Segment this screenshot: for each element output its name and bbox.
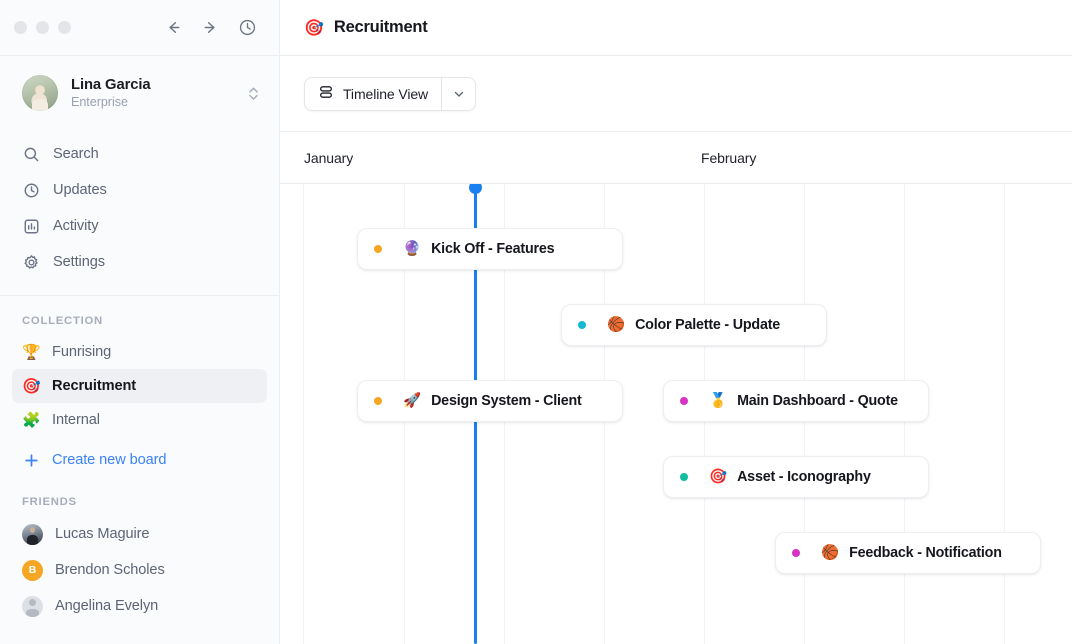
card-title: Color Palette - Update (635, 317, 781, 333)
window-titlebar (0, 0, 279, 56)
user-plan: Enterprise (71, 95, 128, 109)
view-switcher[interactable]: Timeline View (304, 76, 477, 111)
sidebar-item-label: Settings (53, 254, 105, 270)
collection-section-label: COLLECTION (22, 315, 103, 327)
collection-list: 🏆 Funrising 🎯 Recruitment 🧩 Internal Cre… (0, 335, 279, 477)
sidebar-item-internal[interactable]: 🧩 Internal (12, 403, 267, 437)
maximize-window-button[interactable] (58, 21, 71, 34)
sidebar-item-label: Search (53, 146, 99, 162)
board-label: Recruitment (52, 378, 137, 394)
board-header: 🎯 Recruitment (280, 0, 1072, 56)
card-title: Main Dashboard - Quote (737, 393, 898, 409)
back-arrow-icon[interactable] (164, 18, 183, 37)
timeline-card-color-palette-update[interactable]: 🏀 Color Palette - Update (561, 304, 827, 346)
friend-name: Brendon Scholes (55, 562, 165, 578)
timeline-card-main-dashboard-quote[interactable]: 🥇 Main Dashboard - Quote (663, 380, 929, 422)
user-meta: Lina Garcia Enterprise (71, 77, 151, 109)
timeline-month-axis: January February (280, 132, 1072, 184)
friend-name: Angelina Evelyn (55, 598, 159, 614)
sidebar: Lina Garcia Enterprise Search Updates (0, 0, 280, 644)
board-label: Internal (52, 412, 100, 428)
primary-nav: Search Updates Activity Settings (0, 130, 279, 280)
friend-item-angelina-evelyn[interactable]: Angelina Evelyn (12, 588, 267, 624)
status-dot (792, 549, 800, 557)
chevron-up-down-icon[interactable] (246, 84, 261, 103)
gear-icon (22, 253, 40, 271)
page-title: Recruitment (333, 18, 428, 36)
avatar: B (22, 559, 43, 581)
sidebar-item-search[interactable]: Search (12, 136, 267, 172)
friend-name: Lucas Maguire (55, 526, 150, 542)
dart-icon: 🎯 (709, 468, 728, 485)
sidebar-item-recruitment[interactable]: 🎯 Recruitment (12, 369, 267, 403)
avatar (22, 523, 43, 545)
sidebar-item-label: Updates (53, 182, 107, 198)
friend-item-lucas-maguire[interactable]: Lucas Maguire (12, 516, 267, 552)
timeline-card-design-system-client[interactable]: 🚀 Design System - Client (357, 380, 623, 422)
friends-list: Lucas Maguire B Brendon Scholes Angelina… (0, 516, 279, 624)
minimize-window-button[interactable] (36, 21, 49, 34)
crystal-ball-icon: 🔮 (403, 240, 422, 257)
card-title: Feedback - Notification (849, 545, 1002, 561)
timeline-card-feedback-notification[interactable]: 🏀 Feedback - Notification (775, 532, 1041, 574)
card-title: Asset - Iconography (737, 469, 871, 485)
friend-item-brendon-scholes[interactable]: B Brendon Scholes (12, 552, 267, 588)
month-label-february: February (701, 150, 757, 166)
timeline-gridline (303, 184, 304, 644)
chevron-down-icon[interactable] (441, 77, 475, 110)
rows-icon (318, 84, 334, 103)
sidebar-divider (0, 295, 279, 296)
status-dot (374, 397, 382, 405)
sidebar-item-label: Activity (53, 218, 99, 234)
sidebar-item-funrising[interactable]: 🏆 Funrising (12, 335, 267, 369)
forward-arrow-icon[interactable] (201, 18, 220, 37)
status-dot (374, 245, 382, 253)
board-toolbar: Timeline View (280, 56, 1072, 132)
plus-icon (22, 452, 40, 469)
status-dot (680, 397, 688, 405)
basketball-icon: 🏀 (607, 316, 626, 333)
puzzle-icon: 🧩 (22, 410, 41, 429)
close-window-button[interactable] (14, 21, 27, 34)
rocket-icon: 🚀 (403, 392, 422, 409)
timeline-canvas[interactable]: 🔮 Kick Off - Features 🏀 Color Palette - … (280, 184, 1072, 644)
timeline-card-asset-iconography[interactable]: 🎯 Asset - Iconography (663, 456, 929, 498)
card-title: Kick Off - Features (431, 241, 555, 257)
sidebar-item-activity[interactable]: Activity (12, 208, 267, 244)
traffic-lights (14, 21, 71, 34)
status-dot (680, 473, 688, 481)
timeline-card-kick-off-features[interactable]: 🔮 Kick Off - Features (357, 228, 623, 270)
trophy-icon: 🏆 (22, 342, 41, 361)
dart-icon: 🎯 (304, 17, 324, 37)
create-new-board-button[interactable]: Create new board (12, 443, 267, 477)
search-icon (22, 145, 40, 163)
workspace-user-switcher[interactable]: Lina Garcia Enterprise (0, 56, 279, 130)
dart-icon: 🎯 (22, 376, 41, 395)
medal-icon: 🥇 (709, 392, 728, 409)
sidebar-item-updates[interactable]: Updates (12, 172, 267, 208)
view-switcher-label: Timeline View (343, 85, 429, 102)
status-dot (578, 321, 586, 329)
timeline-gridline (1004, 184, 1005, 644)
history-clock-icon[interactable] (238, 18, 257, 37)
main-content: 🎯 Recruitment Timeline View January Febr… (280, 0, 1072, 644)
create-new-board-label: Create new board (52, 452, 167, 468)
board-label: Funrising (52, 344, 112, 360)
avatar (22, 75, 58, 111)
basketball-icon: 🏀 (821, 544, 840, 561)
today-marker-handle[interactable] (469, 184, 482, 194)
chart-icon (22, 217, 40, 235)
nav-buttons (164, 18, 257, 37)
user-name: Lina Garcia (71, 77, 151, 93)
clock-icon (22, 181, 40, 199)
view-switcher-main[interactable]: Timeline View (305, 78, 441, 110)
friends-section-label: FRIENDS (22, 496, 77, 508)
sidebar-item-settings[interactable]: Settings (12, 244, 267, 280)
avatar (22, 595, 43, 617)
month-label-january: January (304, 150, 354, 166)
card-title: Design System - Client (431, 393, 582, 409)
